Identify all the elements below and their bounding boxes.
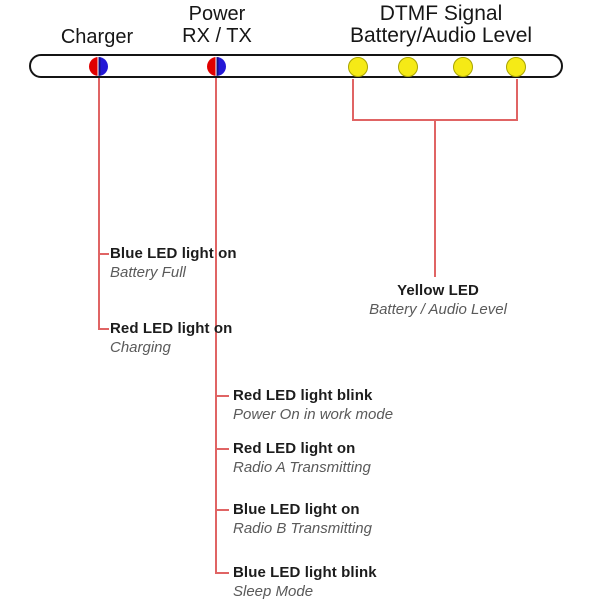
power-tick-3: [215, 509, 229, 511]
power-header-line2: RX / TX: [182, 25, 252, 47]
power-header-line1: Power: [188, 3, 246, 25]
annotation-subtitle: Battery / Audio Level: [369, 301, 507, 318]
power-rx-tx-led-icon: [207, 57, 226, 76]
led-panel-bar: [29, 54, 563, 78]
annotation-subtitle: Power On in work mode: [233, 406, 394, 423]
dtmf-header-line2: Battery/Audio Level: [349, 24, 533, 47]
charger-annotation-1: Blue LED light on Battery Full: [110, 245, 237, 282]
power-annotation-2: Red LED light on Radio A Transmitting: [233, 440, 371, 477]
power-annotation-4: Blue LED light blink Sleep Mode: [233, 564, 377, 600]
charger-header-label: Charger: [60, 26, 134, 48]
annotation-subtitle: Sleep Mode: [233, 583, 314, 600]
charger-tick-1: [98, 253, 109, 255]
charger-connector-line: [98, 78, 100, 330]
dtmf-bracket-left-line: [352, 79, 354, 121]
annotation-title: Red LED light on: [110, 320, 233, 337]
power-tick-1: [215, 395, 229, 397]
dtmf-yellow-led-2-icon: [398, 57, 418, 77]
annotation-subtitle: Battery Full: [110, 264, 186, 281]
dtmf-bracket-right-line: [516, 79, 518, 121]
annotation-subtitle: Charging: [110, 339, 171, 356]
dtmf-annotation: Yellow LED Battery / Audio Level: [338, 282, 538, 319]
dtmf-header-line1: DTMF Signal: [379, 2, 503, 25]
annotation-subtitle: Radio B Transmitting: [233, 520, 372, 537]
charger-annotation-2: Red LED light on Charging: [110, 320, 232, 357]
charger-tick-2: [98, 328, 109, 330]
dtmf-header-label: DTMF Signal Battery/Audio Level: [331, 3, 551, 47]
annotation-title: Blue LED light on: [233, 501, 360, 518]
power-annotation-3: Blue LED light on Radio B Transmitting: [233, 501, 372, 538]
annotation-title: Red LED light blink: [233, 387, 373, 404]
annotation-title: Red LED light on: [233, 440, 356, 457]
power-tick-2: [215, 448, 229, 450]
annotation-title: Blue LED light on: [110, 245, 237, 262]
dtmf-yellow-led-1-icon: [348, 57, 368, 77]
charger-led-icon: [89, 57, 108, 76]
power-tick-4: [215, 572, 229, 574]
annotation-title: Blue LED light blink: [233, 564, 377, 581]
dtmf-yellow-led-4-icon: [506, 57, 526, 77]
power-rx-tx-header-label: Power RX / TX: [157, 3, 277, 47]
dtmf-yellow-led-3-icon: [453, 57, 473, 77]
annotation-title: Yellow LED: [397, 282, 479, 299]
power-annotation-1: Red LED light blink Power On in work mod…: [233, 387, 393, 424]
dtmf-bracket-stem-line: [434, 119, 436, 277]
annotation-subtitle: Radio A Transmitting: [233, 459, 371, 476]
power-connector-line: [215, 78, 217, 574]
